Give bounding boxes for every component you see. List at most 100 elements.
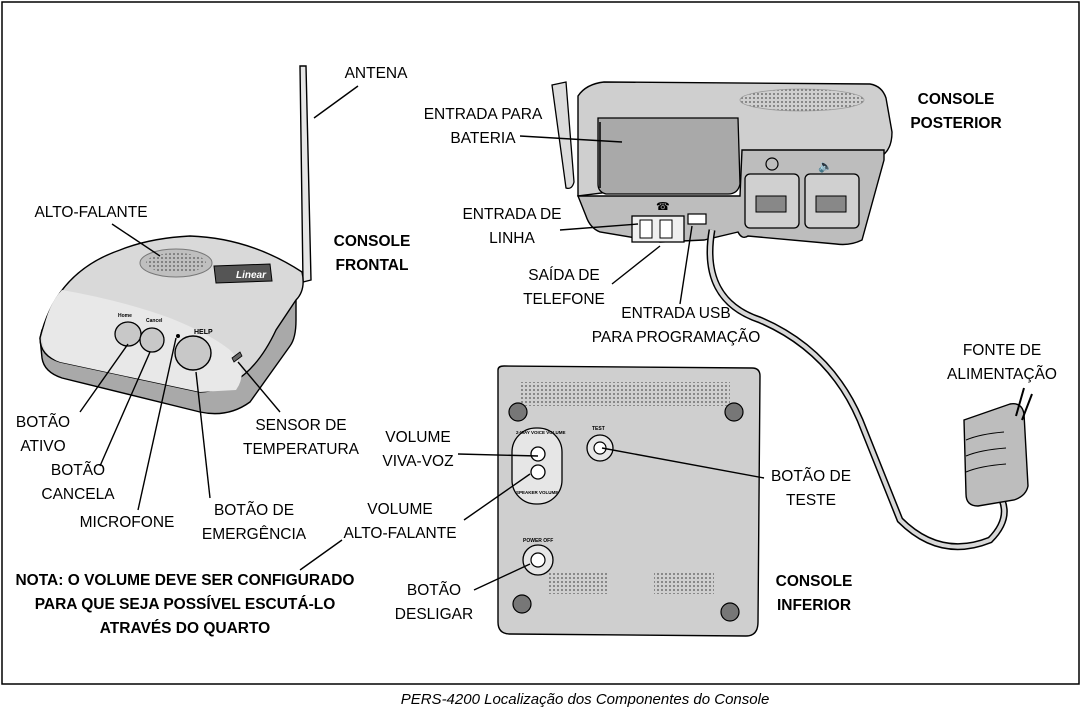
label-vol-speaker-line: VOLUME xyxy=(367,501,432,518)
power-supply xyxy=(963,387,1033,507)
rear-antenna xyxy=(551,81,575,190)
speaker-grille-holes xyxy=(146,253,206,273)
test-button xyxy=(593,441,607,455)
power-supply-ribs xyxy=(965,431,1007,473)
label-antenna: ANTENA xyxy=(345,65,409,82)
label-emergency-button-line: BOTÃO DE xyxy=(214,502,294,519)
label-test-button-line: TESTE xyxy=(786,492,836,509)
microphone-hole xyxy=(176,334,180,338)
active-button xyxy=(114,321,142,347)
leader-vol-speaker xyxy=(463,473,531,521)
bottom-plate xyxy=(497,365,761,637)
volume-note-line: PARA QUE SEJA POSSÍVEL ESCUTÁ-LO xyxy=(35,596,336,613)
label-speaker: ALTO-FALANTE xyxy=(34,204,147,221)
terminal-screws-left xyxy=(755,195,787,213)
label-test-button: BOTÃO DE TESTE xyxy=(771,468,851,509)
label-vol-speakerphone-line: VIVA-VOZ xyxy=(382,453,453,470)
label-microphone-line: MICROFONE xyxy=(80,514,175,531)
label-power-off-button-line: DESLIGAR xyxy=(395,606,473,623)
header-rear-console-line: POSTERIOR xyxy=(910,115,1001,132)
leader-test xyxy=(601,447,765,479)
power-off-button xyxy=(530,552,546,568)
power-off-text: POWER OFF xyxy=(523,538,553,544)
cancel-text: Cancel xyxy=(146,318,163,324)
label-active-button-line: BOTÃO xyxy=(16,414,70,431)
leader-microphone xyxy=(137,337,177,511)
two-way-volume-text: 2-WAY VOICE VOLUME xyxy=(516,430,566,435)
label-battery-line: BATERIA xyxy=(450,130,516,147)
jack-openings xyxy=(639,219,673,239)
leader-battery xyxy=(519,135,623,143)
foot-bottom-right xyxy=(720,602,740,622)
help-text: HELP xyxy=(194,329,213,336)
label-temp-sensor-line: TEMPERATURA xyxy=(243,441,360,458)
leader-emergency xyxy=(195,371,211,499)
logo-plate xyxy=(213,263,273,284)
temperature-sensor xyxy=(231,351,243,363)
leader-antenna xyxy=(313,85,359,119)
leader-cancel xyxy=(99,351,151,467)
volume-note-line: ATRAVÉS DO QUARTO xyxy=(100,620,271,637)
leader-speaker xyxy=(111,223,161,257)
usb-port xyxy=(687,213,707,225)
label-microphone: MICROFONE xyxy=(80,514,175,531)
label-active-button-line: ATIVO xyxy=(20,438,65,455)
power-cord xyxy=(708,229,1007,549)
leader-note xyxy=(299,539,343,571)
leader-phone-out xyxy=(611,245,661,285)
power-plug-prongs xyxy=(1015,387,1033,421)
header-front-console-line: FRONTAL xyxy=(336,257,409,274)
rear-top-grille xyxy=(739,88,865,112)
label-battery: ENTRADA PARA BATERIA xyxy=(424,106,543,147)
test-text: TEST xyxy=(592,426,605,432)
label-antenna-line: ANTENA xyxy=(345,65,409,82)
cancel-button xyxy=(139,327,165,353)
home-text: Home xyxy=(118,313,132,319)
antenna-symbol-icon xyxy=(765,157,779,171)
header-rear-console: CONSOLE POSTERIOR xyxy=(910,91,1001,132)
foot-top-left xyxy=(508,402,528,422)
speaker-volume-text: SPEAKER VOLUME xyxy=(516,490,558,495)
speaker-symbol-icon: 🔈 xyxy=(818,159,833,173)
leader-power-off xyxy=(473,563,531,591)
header-front-console: CONSOLE FRONTAL xyxy=(334,233,411,274)
bottom-vents-left xyxy=(548,572,608,594)
bottom-console: 2-WAY VOICE VOLUME SPEAKER VOLUME TEST P… xyxy=(497,365,761,637)
label-battery-line: ENTRADA PARA xyxy=(424,106,543,123)
leader-active xyxy=(79,343,129,413)
brand-logo: Linear xyxy=(236,270,267,281)
emergency-button xyxy=(174,335,212,371)
header-rear-console-line: CONSOLE xyxy=(918,91,995,108)
volume-note-line: NOTA: O VOLUME DEVE SER CONFIGURADO xyxy=(15,572,354,589)
battery-door xyxy=(597,117,741,195)
bottom-vents-right xyxy=(654,572,714,594)
antenna-rod xyxy=(299,65,312,283)
foot-bottom-left xyxy=(512,594,532,614)
label-line-in-line: ENTRADA DE xyxy=(462,206,561,223)
rear-console: 🔈 ☎ xyxy=(551,81,1008,551)
front-console: Linear Home Cancel HELP xyxy=(39,65,312,415)
label-phone-out-line: SAÍDA DE xyxy=(528,267,600,284)
label-usb-line: ENTRADA USB xyxy=(621,305,730,322)
header-bottom-console-line: INFERIOR xyxy=(777,597,851,614)
label-usb-line: PARA PROGRAMAÇÃO xyxy=(592,329,761,346)
label-test-button-line: BOTÃO DE xyxy=(771,468,851,485)
volume-note: NOTA: O VOLUME DEVE SER CONFIGURADO PARA … xyxy=(15,572,354,637)
label-cancel-button-line: BOTÃO xyxy=(51,462,105,479)
bottom-vents-top xyxy=(520,382,730,406)
figure-caption: PERS-4200 Localização dos Componentes do… xyxy=(401,691,770,708)
label-cancel-button-line: CANCELA xyxy=(41,486,115,503)
leader-line-in xyxy=(559,223,639,231)
header-front-console-line: CONSOLE xyxy=(334,233,411,250)
label-phone-out-line: TELEFONE xyxy=(523,291,605,308)
volume-speakerphone-knob xyxy=(530,446,546,462)
leader-vol-speakerphone xyxy=(457,453,539,457)
